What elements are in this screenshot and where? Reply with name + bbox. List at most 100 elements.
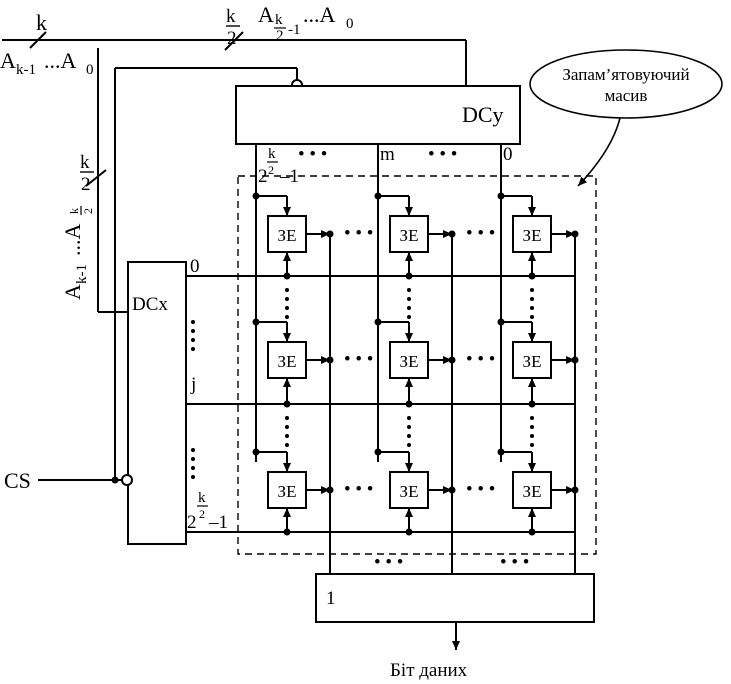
vertical-ellipsis: [530, 416, 534, 420]
y-bus-count-num: k: [226, 6, 236, 27]
storage-element-label: ЗЕ: [278, 226, 297, 245]
col-first-exp: 2: [268, 163, 274, 177]
vertical-ellipsis: [530, 297, 534, 301]
data-junction: [448, 486, 456, 494]
x-address-bus: k 2 A k-1 ...A k 2: [60, 48, 128, 313]
data-junction: [326, 486, 334, 494]
vertical-ellipsis: [285, 443, 289, 447]
row-last-num: k: [198, 490, 206, 506]
storage-element-box: [389, 471, 429, 509]
storage-element-box: [512, 215, 552, 253]
dcx-ellipsis: [191, 466, 195, 470]
memory-array-boundary: [237, 175, 597, 555]
vertical-ellipsis: [530, 315, 534, 319]
x-bus-tail-sub-den: 2: [81, 208, 95, 214]
cs-label: CS: [4, 468, 31, 493]
dcx-ellipsis: [191, 338, 195, 342]
vertical-ellipsis: [285, 416, 289, 420]
dcx-ellipsis: [191, 347, 195, 351]
vertical-ellipsis: [407, 306, 411, 310]
address-bus-hi-sub: k-1: [16, 62, 36, 78]
storage-element-box: [267, 215, 307, 253]
vertical-ellipsis: [285, 434, 289, 438]
data-junction: [326, 230, 334, 238]
col-first-num: k: [268, 146, 276, 162]
y-bus-hi: A: [258, 2, 274, 27]
storage-element-label: ЗЕ: [523, 352, 542, 371]
data-junction: [326, 356, 334, 364]
storage-element-label: ЗЕ: [523, 482, 542, 501]
row-ellipsis: • • •: [344, 349, 373, 370]
vertical-ellipsis: [407, 443, 411, 447]
vertical-ellipsis: [407, 425, 411, 429]
address-width-label: k: [36, 10, 47, 35]
vertical-ellipsis: [285, 306, 289, 310]
data-junction: [448, 230, 456, 238]
storage-element-label: ЗЕ: [523, 226, 542, 245]
col-mid-label: m: [380, 144, 395, 165]
storage-element-label: ЗЕ: [400, 352, 419, 371]
dcx-ellipsis: [191, 475, 195, 479]
row-ellipsis: • • •: [466, 223, 495, 244]
dcx-decoder: DCx 0 j k 2 2 –1: [127, 256, 228, 545]
y-bus-tail: ...A: [303, 2, 336, 27]
vertical-ellipsis: [530, 306, 534, 310]
storage-element-box: [512, 471, 552, 509]
storage-element-label: ЗЕ: [278, 482, 297, 501]
or-dots-left: • • •: [374, 552, 403, 573]
output-or-gate: 1 Біт даних • • • • • •: [315, 552, 595, 681]
x-bus-tail: ...A: [60, 224, 85, 257]
vertical-ellipsis: [285, 425, 289, 429]
col-dots-right: • • •: [428, 144, 457, 165]
vertical-ellipsis: [407, 416, 411, 420]
storage-element-label: ЗЕ: [400, 482, 419, 501]
callout-line-2: масив: [605, 86, 648, 105]
address-bus-hi: A: [0, 48, 16, 73]
dcx-label: DCx: [132, 294, 168, 315]
storage-element-label: ЗЕ: [278, 352, 297, 371]
vertical-ellipsis: [407, 315, 411, 319]
dcy-column-labels: k 2 2 –1 • • • m • • • 0: [258, 144, 513, 187]
y-bus-hi-sub-den: 2: [276, 28, 284, 44]
storage-cell-grid: ЗЕ ЗЕ ЗЕ ЗЕ ЗЕ ЗЕ ЗЕ ЗЕ ЗЕ: [267, 215, 552, 509]
row-ellipsis: • • •: [344, 479, 373, 500]
row-ellipsis: • • •: [344, 223, 373, 244]
row-ellipsis: • • •: [466, 349, 495, 370]
or-dots-right: • • •: [500, 552, 529, 573]
row-ellipsis: • • •: [466, 479, 495, 500]
y-bus-tail-sub: 0: [346, 16, 354, 32]
x-bus-count-den: 2: [81, 174, 91, 195]
y-bus-hi-sub-num: k: [275, 12, 283, 28]
memory-array-callout: Запам’ятовуючий масив: [529, 49, 723, 187]
data-junction: [571, 486, 579, 494]
storage-element-box: [267, 471, 307, 509]
col-dots-left: • • •: [298, 144, 327, 165]
data-junction: [571, 230, 579, 238]
vertical-ellipsis: [530, 288, 534, 292]
dcx-ellipsis: [191, 448, 195, 452]
data-junction: [571, 356, 579, 364]
storage-element-box: [512, 341, 552, 379]
vertical-ellipsis: [407, 434, 411, 438]
data-bit-label: Біт даних: [390, 660, 468, 681]
address-bus-tail: ...A: [44, 48, 77, 73]
vertical-ellipsis: [407, 297, 411, 301]
dcx-ellipsis: [191, 320, 195, 324]
row-last-tail: –1: [208, 512, 228, 533]
y-bus-count-den: 2: [227, 28, 237, 49]
vertical-ellipsis: [285, 288, 289, 292]
callout-line-1: Запам’ятовуючий: [562, 65, 689, 84]
row-first-label: 0: [190, 256, 200, 277]
y-bus-hi-sub-tail: -1: [288, 22, 301, 38]
dcx-ellipsis: [191, 329, 195, 333]
vertical-ellipsis: [285, 315, 289, 319]
storage-element-label: ЗЕ: [400, 226, 419, 245]
x-bus-hi-sub: k-1: [74, 264, 90, 284]
vertical-ellipsis: [285, 297, 289, 301]
or-label: 1: [326, 588, 336, 609]
x-bus-count-num: k: [80, 152, 90, 173]
row-mid-label: j: [190, 374, 196, 395]
cs-input: CS: [4, 468, 133, 493]
vertical-ellipsis: [530, 425, 534, 429]
